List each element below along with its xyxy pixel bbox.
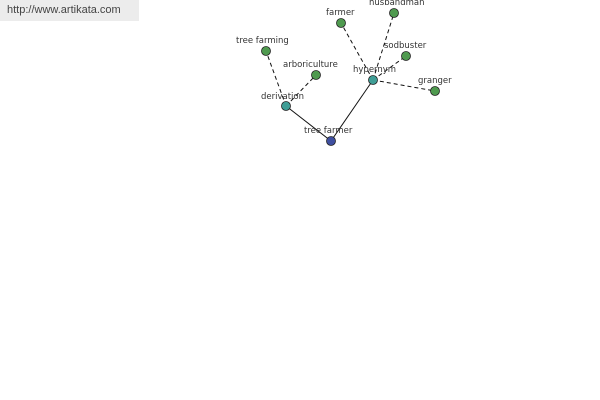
node-granger-dot[interactable] [430,86,440,96]
node-derivation[interactable]: derivation [261,92,304,111]
node-arboriculture[interactable]: arboriculture [283,60,338,80]
edge-hypernym-farmer [340,22,374,81]
node-sodbuster[interactable]: sodbuster [384,41,427,61]
node-granger[interactable]: granger [418,76,452,96]
node-husbandman[interactable]: husbandman [369,0,424,18]
edge-derivation-tree-farming [265,50,287,107]
node-hypernym[interactable]: hypernym [353,65,396,85]
node-sodbuster-label[interactable]: sodbuster [384,41,427,51]
node-hypernym-dot[interactable] [368,75,378,85]
watermark-url[interactable]: http://www.artikata.com [0,0,139,21]
edge-tree-farmer-derivation [285,105,332,142]
node-tree-farming-label[interactable]: tree farming [236,36,289,46]
node-granger-label[interactable]: granger [418,76,452,86]
graph-edges [265,12,436,142]
node-tree-farmer-dot[interactable] [326,136,336,146]
node-sodbuster-dot[interactable] [401,51,411,61]
node-husbandman-dot[interactable] [389,8,399,18]
node-arboriculture-dot[interactable] [311,70,321,80]
node-farmer[interactable]: farmer [326,8,355,28]
node-arboriculture-label[interactable]: arboriculture [283,60,338,70]
graph-nodes: tree farmer derivation hypernym tree farmin… [236,0,452,146]
node-farmer-label[interactable]: farmer [326,8,355,18]
node-tree-farming-dot[interactable] [261,46,271,56]
node-farmer-dot[interactable] [336,18,346,28]
node-tree-farmer[interactable]: tree farmer [304,126,353,146]
node-tree-farmer-label[interactable]: tree farmer [304,126,353,136]
node-derivation-label[interactable]: derivation [261,92,304,102]
node-tree-farming[interactable]: tree farming [236,36,289,56]
edge-derivation-arboriculture [285,74,317,107]
node-derivation-dot[interactable] [281,101,291,111]
edge-hypernym-husbandman [372,12,395,81]
node-husbandman-label[interactable]: husbandman [369,0,424,8]
node-hypernym-label[interactable]: hypernym [353,65,396,75]
edge-hypernym-granger [372,79,436,92]
edge-tree-farmer-hypernym [330,79,374,142]
